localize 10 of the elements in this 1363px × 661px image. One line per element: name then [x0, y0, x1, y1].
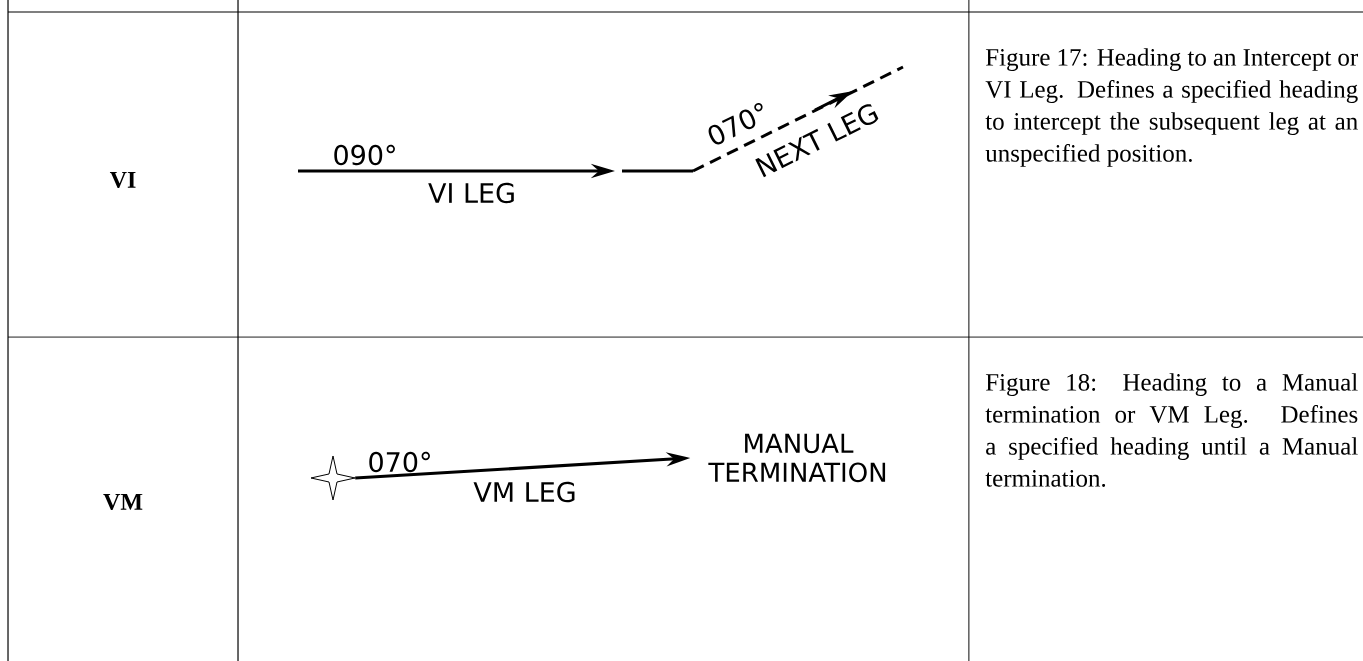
heading-label: 090°	[334, 144, 395, 166]
leg-label: VM LEG	[473, 481, 575, 503]
caption-text: Figure 17: Heading to an Intercept or VI Leg. Defines a specified heading to intercept the subsequent leg at an unspecified position.	[985, 48, 1358, 167]
row-label: VM	[103, 493, 143, 511]
caption-text: Figure 18: Heading to a Manual termination or VM Leg. Defines a specified heading until a Manual termination.	[985, 373, 1358, 487]
leg-label: VI LEG	[428, 182, 514, 204]
row-label: VI	[109, 171, 136, 189]
termination-text: MANUAL TERMINATION	[708, 433, 886, 483]
star-symbol	[310, 455, 356, 501]
heading-label: 070°	[369, 451, 430, 473]
